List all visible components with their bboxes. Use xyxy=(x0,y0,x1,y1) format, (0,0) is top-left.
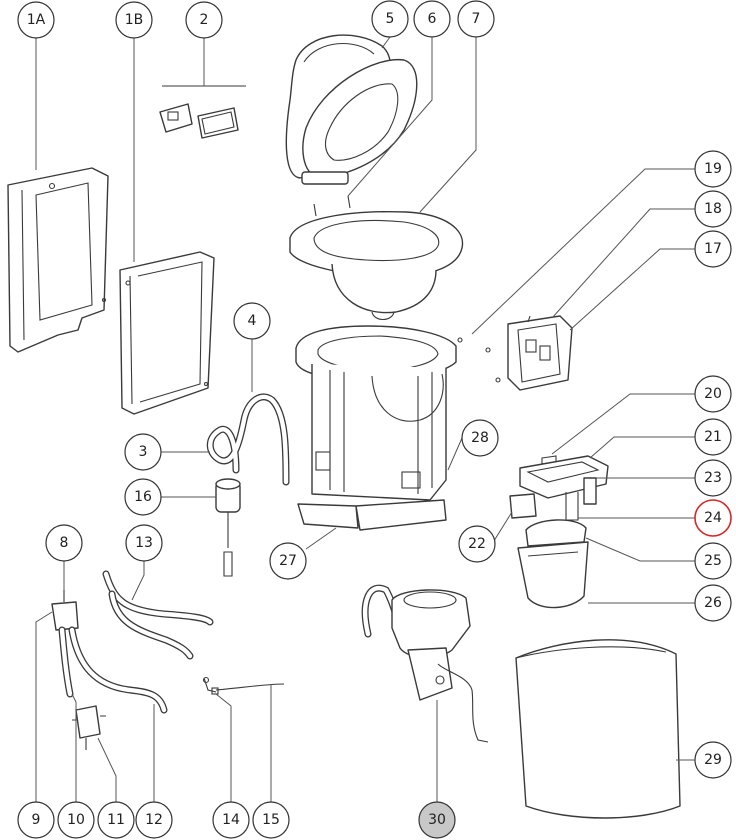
part-3-4-flush-hose xyxy=(206,393,290,486)
callout-label: 12 xyxy=(145,812,163,828)
callout-27: 27 xyxy=(269,542,307,580)
callout-1a: 1A xyxy=(17,1,55,39)
part-13-hose xyxy=(102,570,214,660)
callout-16: 16 xyxy=(124,478,162,516)
callout-10: 10 xyxy=(57,801,95,839)
callout-label: 30 xyxy=(428,812,446,828)
part-30-pump-unit xyxy=(361,584,489,743)
callout-label: 26 xyxy=(704,595,722,611)
callout-12: 12 xyxy=(135,801,173,839)
callout-19: 19 xyxy=(694,150,732,188)
callout-label: 18 xyxy=(704,201,722,217)
callout-25: 25 xyxy=(694,542,732,580)
part-29-housing-shell xyxy=(515,639,681,819)
callout-30: 30 xyxy=(418,801,456,839)
callout-6: 6 xyxy=(413,0,451,38)
callout-label: 19 xyxy=(704,161,722,177)
callout-label: 15 xyxy=(262,812,280,828)
callout-22: 22 xyxy=(458,525,496,563)
part-17-control-panel xyxy=(457,315,573,391)
part-6-seat-ring xyxy=(301,58,418,217)
callout-label: 22 xyxy=(468,536,486,552)
callout-28: 28 xyxy=(461,419,499,457)
callout-24: 24 xyxy=(694,499,732,537)
callout-29: 29 xyxy=(694,741,732,779)
callout-17: 17 xyxy=(694,230,732,268)
callout-label: 17 xyxy=(704,241,722,257)
part-14-15-cable xyxy=(202,676,285,695)
part-20-26-tank-assembly xyxy=(509,455,609,609)
callout-label: 21 xyxy=(704,429,722,445)
part-8-10-valve-hose xyxy=(51,590,168,714)
callout-label: 9 xyxy=(32,812,41,828)
callout-label: 7 xyxy=(472,11,481,27)
callout-label: 6 xyxy=(428,11,437,27)
callout-5: 5 xyxy=(371,0,409,38)
leader-lines xyxy=(35,36,695,820)
callout-11: 11 xyxy=(97,801,135,839)
part-7-bowl xyxy=(289,211,464,321)
callout-label: 14 xyxy=(222,812,240,828)
callout-label: 25 xyxy=(704,553,722,569)
callout-3: 3 xyxy=(124,433,162,471)
callout-15: 15 xyxy=(252,801,290,839)
callout-14: 14 xyxy=(212,801,250,839)
callout-4: 4 xyxy=(233,302,271,340)
callout-label: 28 xyxy=(471,430,489,446)
part-11-small-valve xyxy=(72,705,106,750)
callout-label: 2 xyxy=(200,12,209,28)
part-27-frame-base xyxy=(295,325,457,531)
callout-9: 9 xyxy=(17,801,55,839)
callout-7: 7 xyxy=(457,0,495,38)
callout-20: 20 xyxy=(694,375,732,413)
callout-label: 29 xyxy=(704,752,722,768)
callout-2: 2 xyxy=(185,1,223,39)
callout-label: 4 xyxy=(248,313,257,329)
callout-label: 20 xyxy=(704,386,722,402)
part-2-bracket-plate xyxy=(159,85,246,139)
callout-18: 18 xyxy=(694,190,732,228)
callout-label: 13 xyxy=(135,535,153,551)
callout-label: 24 xyxy=(704,510,722,526)
callout-label: 8 xyxy=(60,535,69,551)
callout-26: 26 xyxy=(694,584,732,622)
callout-8: 8 xyxy=(45,524,83,562)
callout-label: 23 xyxy=(704,470,722,486)
callout-13: 13 xyxy=(125,524,163,562)
callout-label: 3 xyxy=(139,444,148,460)
callout-label: 5 xyxy=(386,11,395,27)
callout-label: 1B xyxy=(125,12,144,28)
part-1a-side-panel xyxy=(7,167,109,353)
callout-1b: 1B xyxy=(115,1,153,39)
callout-label: 10 xyxy=(67,812,85,828)
callout-21: 21 xyxy=(694,418,732,456)
callout-label: 27 xyxy=(279,553,297,569)
callout-label: 16 xyxy=(134,489,152,505)
part-16-pump-motor xyxy=(215,478,241,577)
part-1b-side-panel xyxy=(119,251,215,415)
callout-label: 11 xyxy=(107,812,125,828)
callout-label: 1A xyxy=(27,12,46,28)
callout-23: 23 xyxy=(694,459,732,497)
